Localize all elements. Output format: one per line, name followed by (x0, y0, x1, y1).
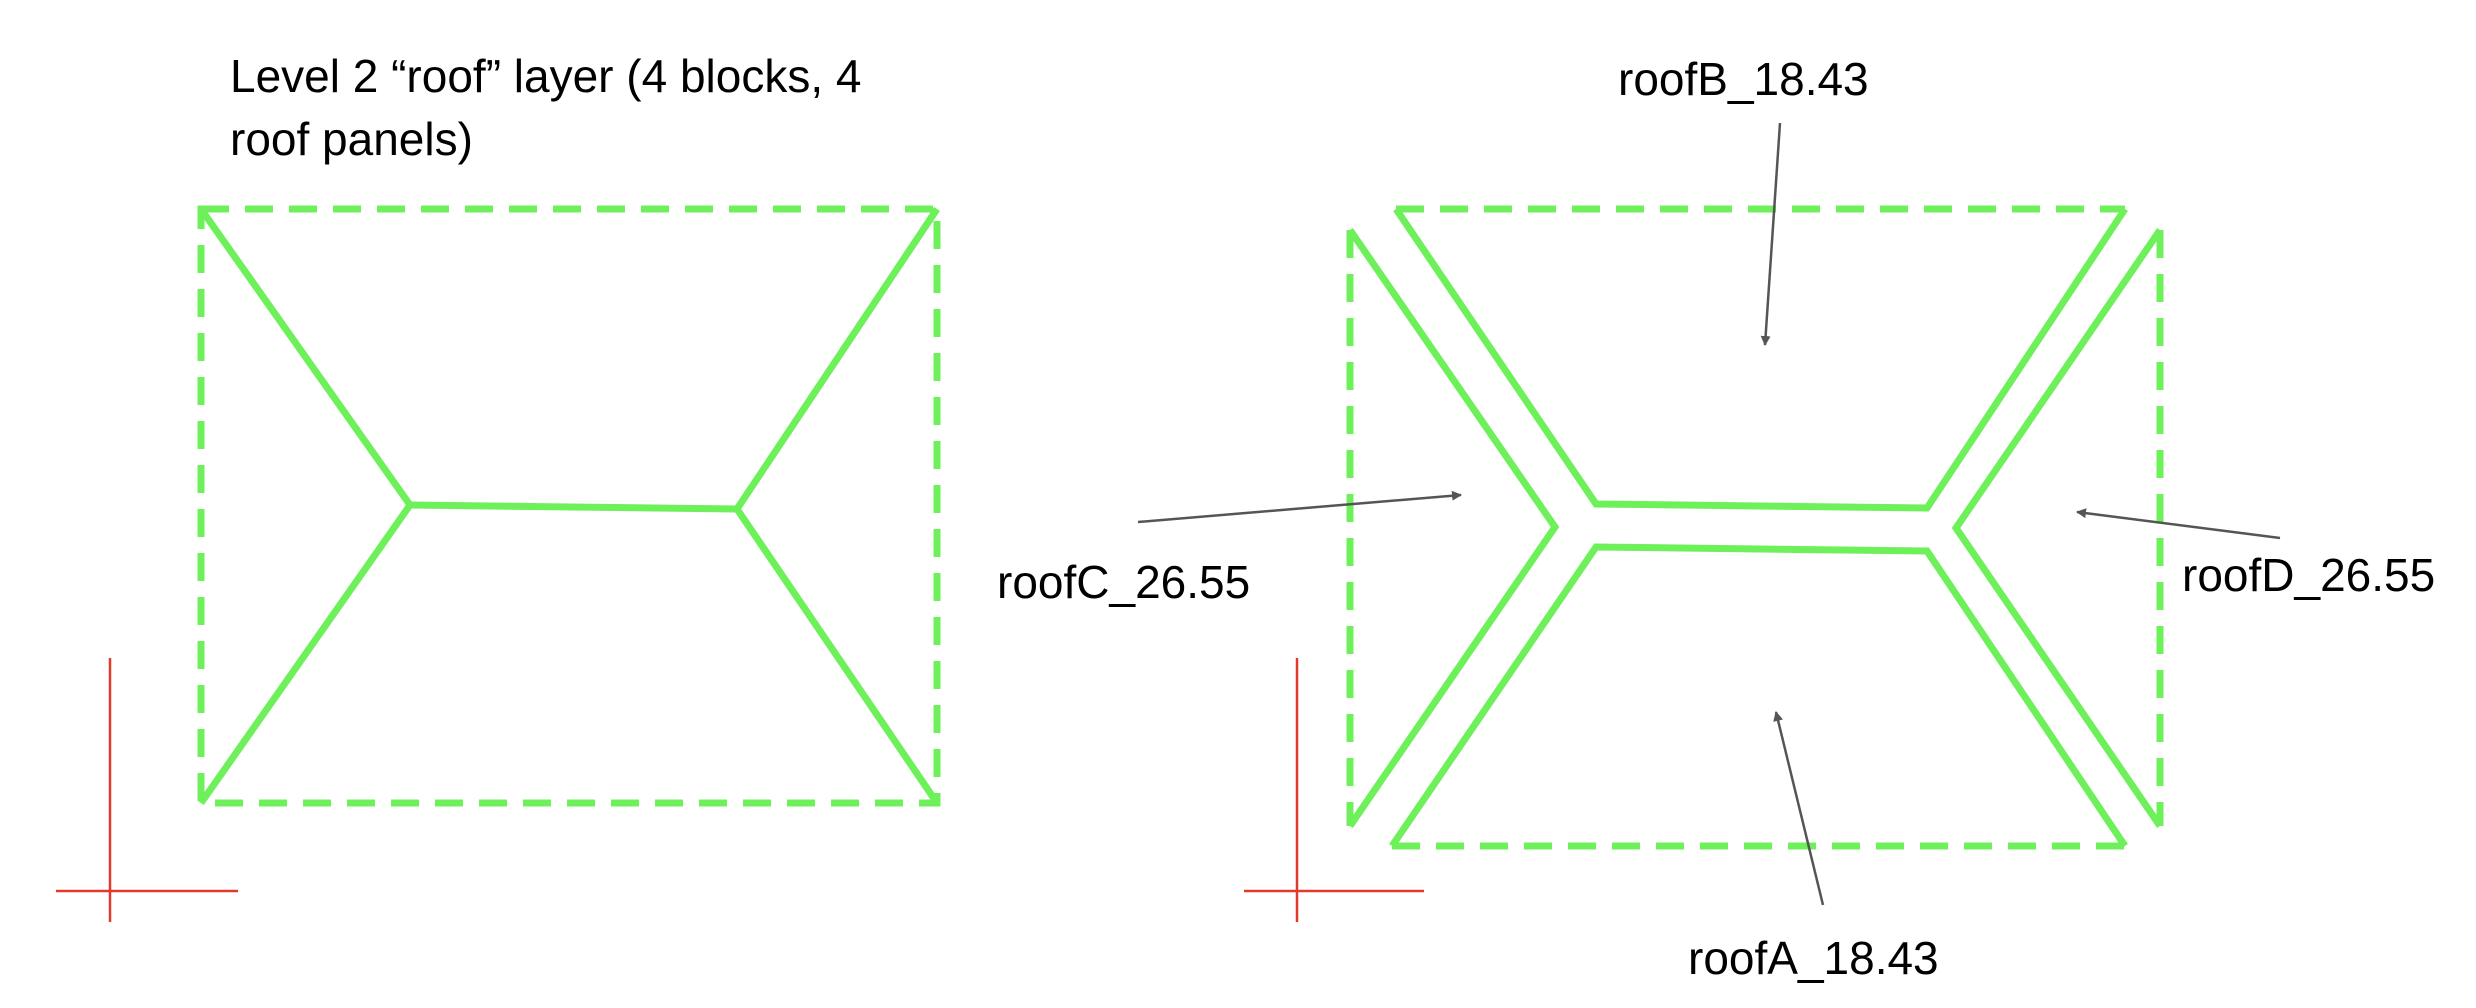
roofB-label: roofB_18.43 (1618, 53, 1869, 105)
roofB-leader-arrow (1760, 122, 1782, 346)
left-roof-dashed-boundary (197, 205, 941, 807)
left-roof-plan (197, 205, 941, 807)
roofB-panel-outline (1393, 207, 2128, 512)
roofD-panel-outline (1951, 228, 2163, 828)
roofC-leader-arrow (1137, 490, 1462, 524)
roofC-panel-outline (1347, 228, 1560, 828)
roofA-panel-outline (1389, 543, 2128, 848)
roofD-label: roofD_26.55 (2182, 549, 2435, 601)
roofC-label: roofC_26.55 (997, 556, 1250, 608)
roofA-label: roofA_18.43 (1688, 932, 1939, 984)
roofD-leader-arrow (2076, 508, 2281, 540)
diagram-title-line-1: Level 2 “roof” layer (4 blocks, 4 (230, 50, 862, 102)
roofA-leader-arrow (1773, 711, 1825, 906)
left-hip-line-top-right (734, 207, 940, 511)
left-hip-line-bottom-right (734, 507, 940, 805)
left-hip-line-top-left (198, 206, 413, 508)
diagram-title-line-2: roof panels) (230, 113, 473, 165)
right-roof-plan (1346, 205, 2164, 850)
left-origin-axis (56, 658, 238, 922)
left-ridge-line (409, 501, 738, 513)
right-origin-axis (1244, 658, 1424, 922)
left-hip-line-bottom-left (198, 502, 413, 806)
